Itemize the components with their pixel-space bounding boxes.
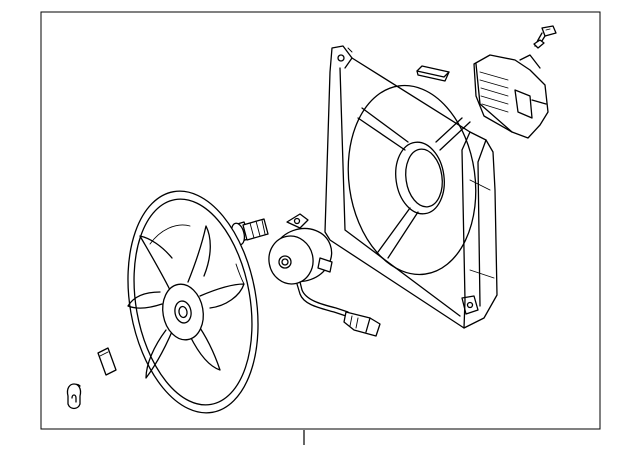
resistor-bolt [533, 25, 557, 49]
fan-shroud [324, 45, 498, 329]
clip [97, 347, 117, 376]
resistor-module [473, 54, 549, 139]
diagram-border [40, 11, 601, 430]
shroud-bolt [347, 47, 353, 53]
fan-blade [127, 190, 259, 414]
fan-motor [268, 213, 381, 337]
nut [66, 383, 82, 410]
seal-strip [416, 65, 450, 82]
